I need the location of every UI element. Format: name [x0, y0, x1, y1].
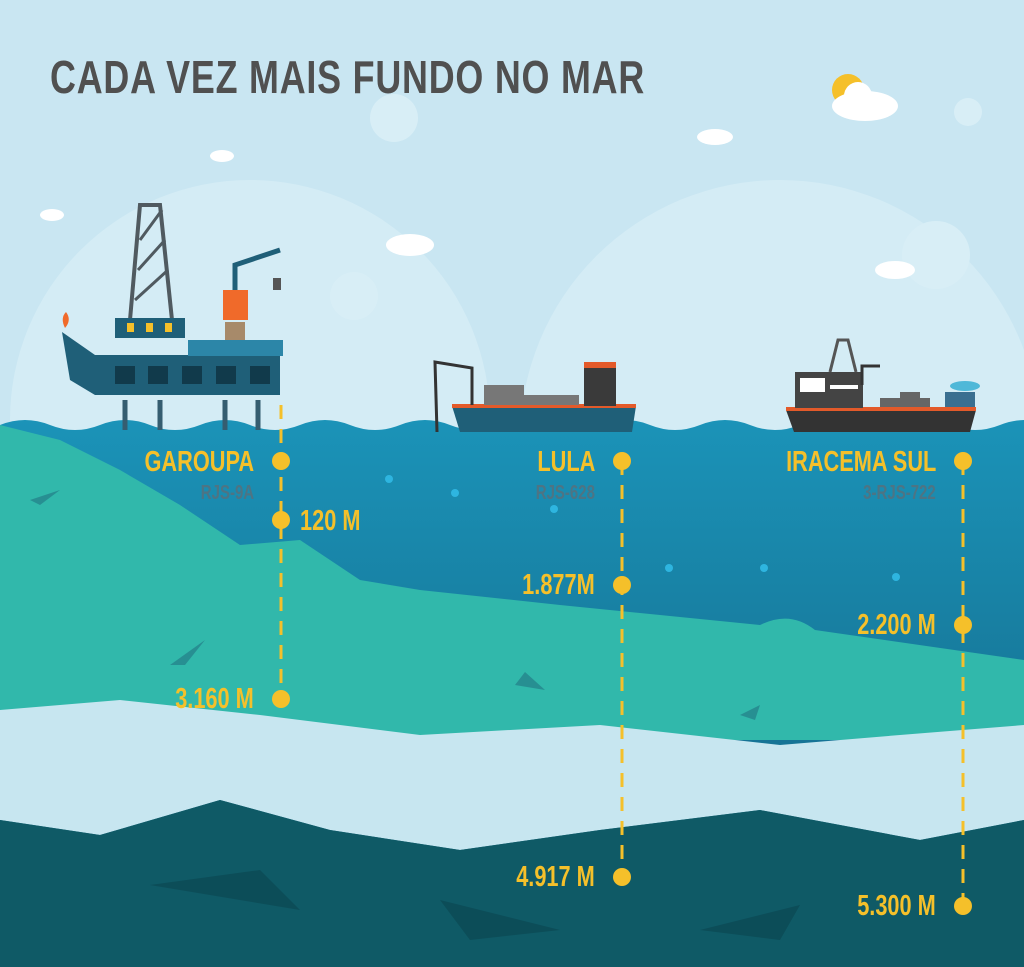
total-depth-garoupa: 3.160 M	[175, 683, 254, 715]
total-depth-lula: 4.917 M	[516, 861, 595, 893]
depth-dot	[272, 690, 290, 708]
depth-dot	[613, 868, 631, 886]
depth-dot	[613, 576, 631, 594]
sand-layer	[0, 700, 1024, 850]
field-code-lula: RJS-628	[535, 482, 595, 504]
depth-dot	[954, 452, 972, 470]
depth-dot	[954, 897, 972, 915]
field-name-iracema-sul: IRACEMA SUL	[785, 446, 936, 478]
depth-dot	[954, 616, 972, 634]
field-name-lula: LULA	[537, 446, 595, 478]
page-title: CADA VEZ MAIS FUNDO NO MAR	[50, 51, 646, 103]
seabed-slope	[0, 425, 1024, 740]
total-depth-iracema-sul: 5.300 M	[857, 890, 936, 922]
depth-dot	[272, 452, 290, 470]
cargo-ship-icon	[433, 360, 636, 433]
depth-dot	[613, 452, 631, 470]
cloud-icon	[40, 82, 915, 279]
field-code-iracema-sul: 3-RJS-722	[863, 482, 936, 504]
water-depth-lula: 1.877M	[522, 569, 595, 601]
field-name-garoupa: GAROUPA	[144, 446, 254, 478]
water-depth-iracema-sul: 2.200 M	[857, 609, 936, 641]
depth-markers	[272, 405, 972, 915]
field-code-garoupa: RJS-9A	[200, 482, 254, 504]
water-depth-garoupa: 120 M	[300, 505, 361, 537]
oil-platform-icon	[62, 203, 283, 430]
depth-dot	[272, 511, 290, 529]
drill-ship-icon	[786, 338, 980, 432]
